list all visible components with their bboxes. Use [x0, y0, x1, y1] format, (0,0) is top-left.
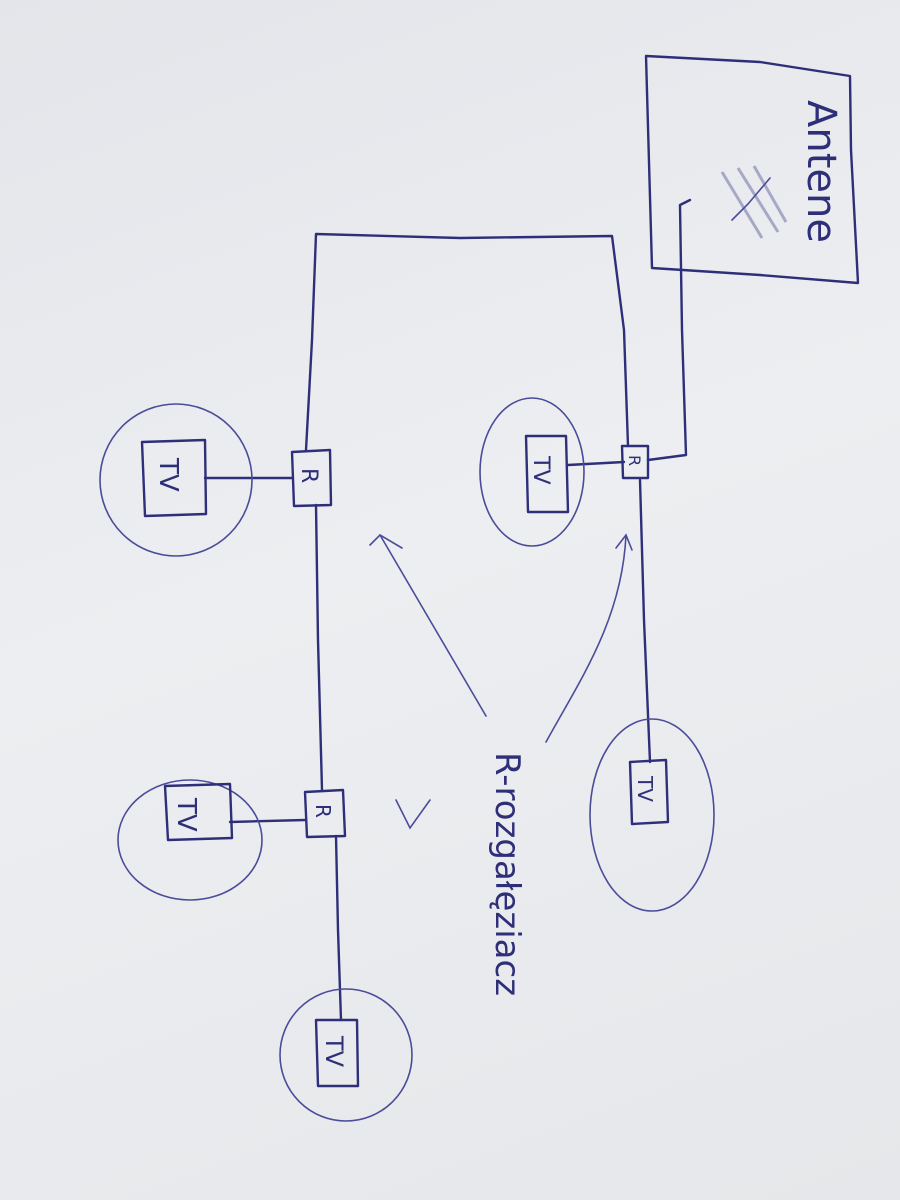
splitter-label: R: [296, 468, 321, 483]
tv-top-right: TV: [479, 397, 585, 547]
arrow-to-right-splitter: [545, 533, 633, 743]
tv-bottom-left: TV: [117, 779, 263, 901]
tv-label: TV: [320, 1035, 348, 1068]
antenna-icon: [720, 165, 788, 239]
legend-text: R-rozgałęziacz: [487, 752, 527, 996]
tv-label: TV: [528, 455, 553, 485]
splitter-label: R: [311, 804, 335, 818]
arrow-to-left-splitter: [369, 533, 487, 717]
arrow-down-small: [395, 799, 431, 830]
tv-label: TV: [633, 775, 657, 802]
tv-top-left: TV: [99, 403, 253, 557]
antenna-label: Antene: [798, 100, 844, 243]
tv-label: TV: [171, 797, 201, 832]
splitter-bottom-left: R: [303, 788, 347, 839]
cables: [203, 198, 692, 1022]
antenna-box: Antene: [644, 54, 860, 285]
splitter-top-left: R: [290, 448, 333, 508]
splitter-top-right: R: [620, 444, 650, 480]
splitter-label: R: [625, 455, 644, 466]
tv-bottom: TV: [279, 988, 413, 1122]
tv-label: TV: [153, 457, 183, 492]
tv-right: TV: [589, 718, 715, 912]
